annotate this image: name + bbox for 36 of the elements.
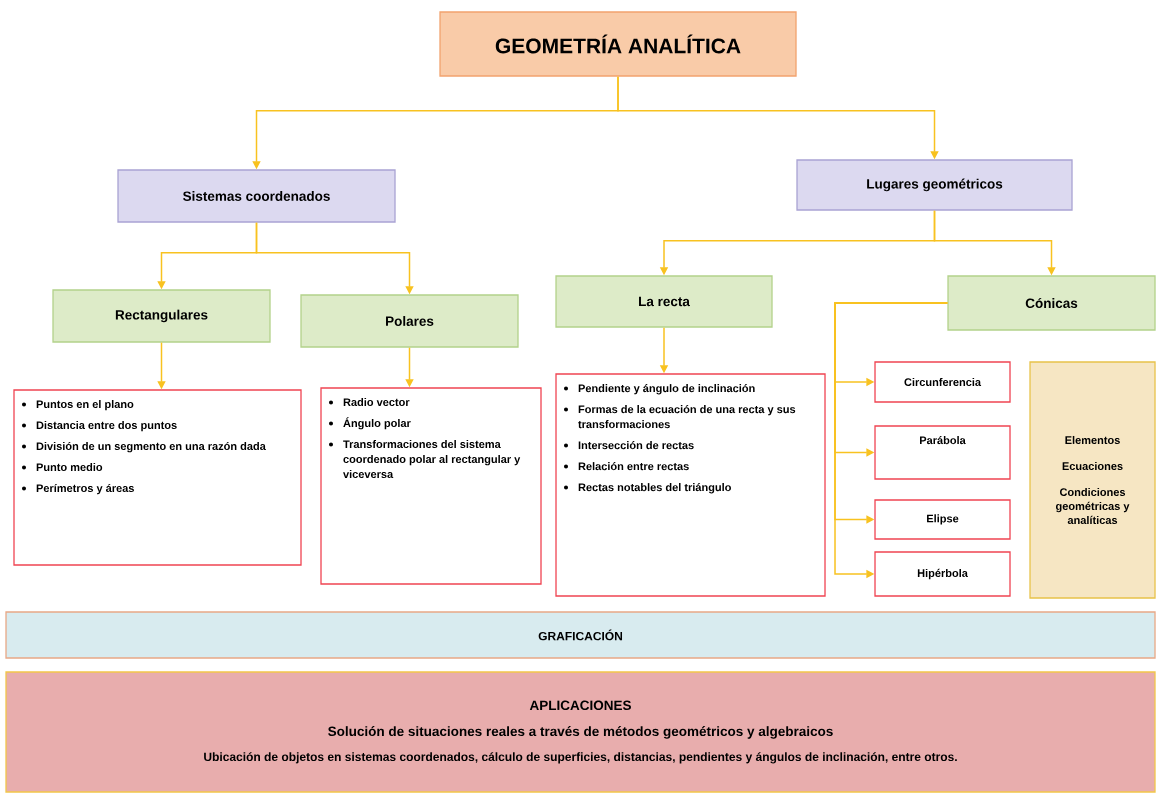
list-item: Rectas notables del triángulo xyxy=(564,483,731,494)
conic-box: Elipse xyxy=(874,499,1011,540)
list-item: Relación entre rectas xyxy=(564,462,689,471)
bullet-list-box xyxy=(555,373,826,597)
item-label: Condiciones geométricas y analíticas xyxy=(1055,487,1130,525)
category-box: Rectangulares xyxy=(52,289,271,343)
category-box: Cónicas xyxy=(947,275,1156,331)
bullet-list-box xyxy=(13,389,302,566)
title-box: GEOMETRÍA ANALÍTICA xyxy=(439,11,797,77)
list-item: Punto medio xyxy=(22,463,103,472)
category-box: Polares xyxy=(300,294,519,348)
list-item: Formas de la ecuación de una recta y sus transformaciones xyxy=(564,405,796,429)
conic-box: Hipérbola xyxy=(874,551,1011,597)
list-item: Perímetros y áreas xyxy=(22,483,134,495)
category-box: Sistemas coordenados xyxy=(117,169,396,223)
item-label: Elementos xyxy=(1065,435,1120,445)
category-box: Lugares geométricos xyxy=(796,159,1073,211)
band-box: GRAFICACIÓN xyxy=(5,611,1156,659)
band-heading: APLICACIONES xyxy=(529,700,631,711)
conic-box: Parábola xyxy=(874,425,1011,480)
category-box: La recta xyxy=(555,275,773,328)
info-box xyxy=(1029,361,1156,599)
list-item: Radio vector xyxy=(329,398,410,407)
bullet-list-box xyxy=(320,387,542,585)
list-item: Puntos en el plano xyxy=(22,400,134,411)
list-item: Intersección de rectas xyxy=(564,441,694,450)
band-text: Solución de situaciones reales a través de métodos geométricos y algebraicos xyxy=(328,726,833,739)
band-box xyxy=(5,671,1156,793)
band-text: Ubicación de objetos en sistemas coordenados, cálculo de superficies, distancias, pendientes y ángulos de inclinación, entre otros. xyxy=(204,752,957,764)
item-label: Ecuaciones xyxy=(1062,461,1123,471)
list-item: Transformaciones del sistema coordenado polar al rectangular y viceversa xyxy=(329,440,521,479)
list-item: Pendiente y ángulo de inclinación xyxy=(564,384,755,395)
list-item: Distancia entre dos puntos xyxy=(22,421,177,432)
conic-box: Circunferencia xyxy=(874,361,1011,403)
list-item: División de un segmento en una razón dada xyxy=(22,441,266,453)
list-item: Ángulo polar xyxy=(329,417,411,430)
